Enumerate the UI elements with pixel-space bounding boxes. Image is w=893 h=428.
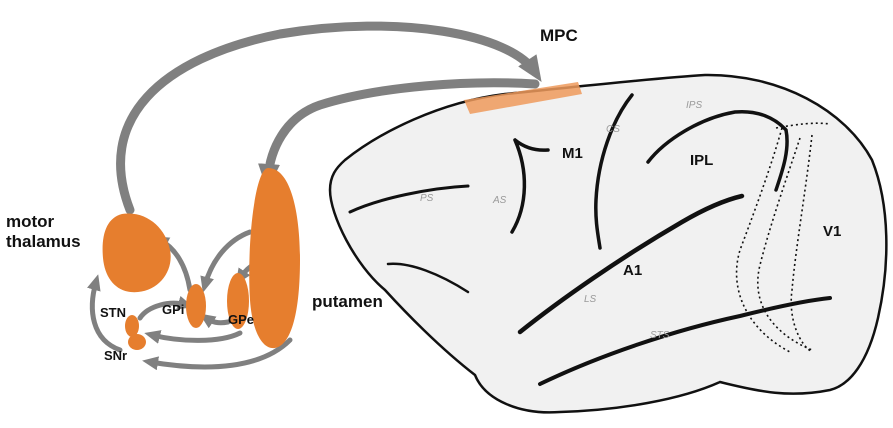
ls-sulcus-label: LS [584,294,596,305]
gpe-to-stn-arrow [152,333,240,340]
snr-shape [128,334,146,350]
m1-label: M1 [562,145,583,162]
putamen-label: putamen [312,292,383,312]
a1-label: A1 [623,262,642,279]
mpc-label: MPC [540,26,578,46]
stn-shape [125,315,139,337]
ipl-label: IPL [690,152,713,169]
gpi-label: GPi [162,302,184,317]
ips-sulcus-label: IPS [686,100,702,111]
snr-label: SNr [104,348,127,363]
gpe-to-gpi-arrow [206,318,228,323]
motor-thalamus-shape [103,213,171,292]
gpe-label: GPe [228,312,254,327]
motor-thalamus-label-line1: motor [6,212,54,232]
motor-thalamus-label-line2: thalamus [6,232,81,252]
ps-sulcus-label: PS [420,193,433,204]
stn-label: STN [100,305,126,320]
nuclei [103,168,300,350]
as-sulcus-label: AS [493,195,506,206]
sts-sulcus-label: STS [650,330,669,341]
putamen-shape [249,168,300,348]
v1-label: V1 [823,223,841,240]
cs-sulcus-label: CS [606,124,620,135]
gpi-shape [186,284,206,328]
